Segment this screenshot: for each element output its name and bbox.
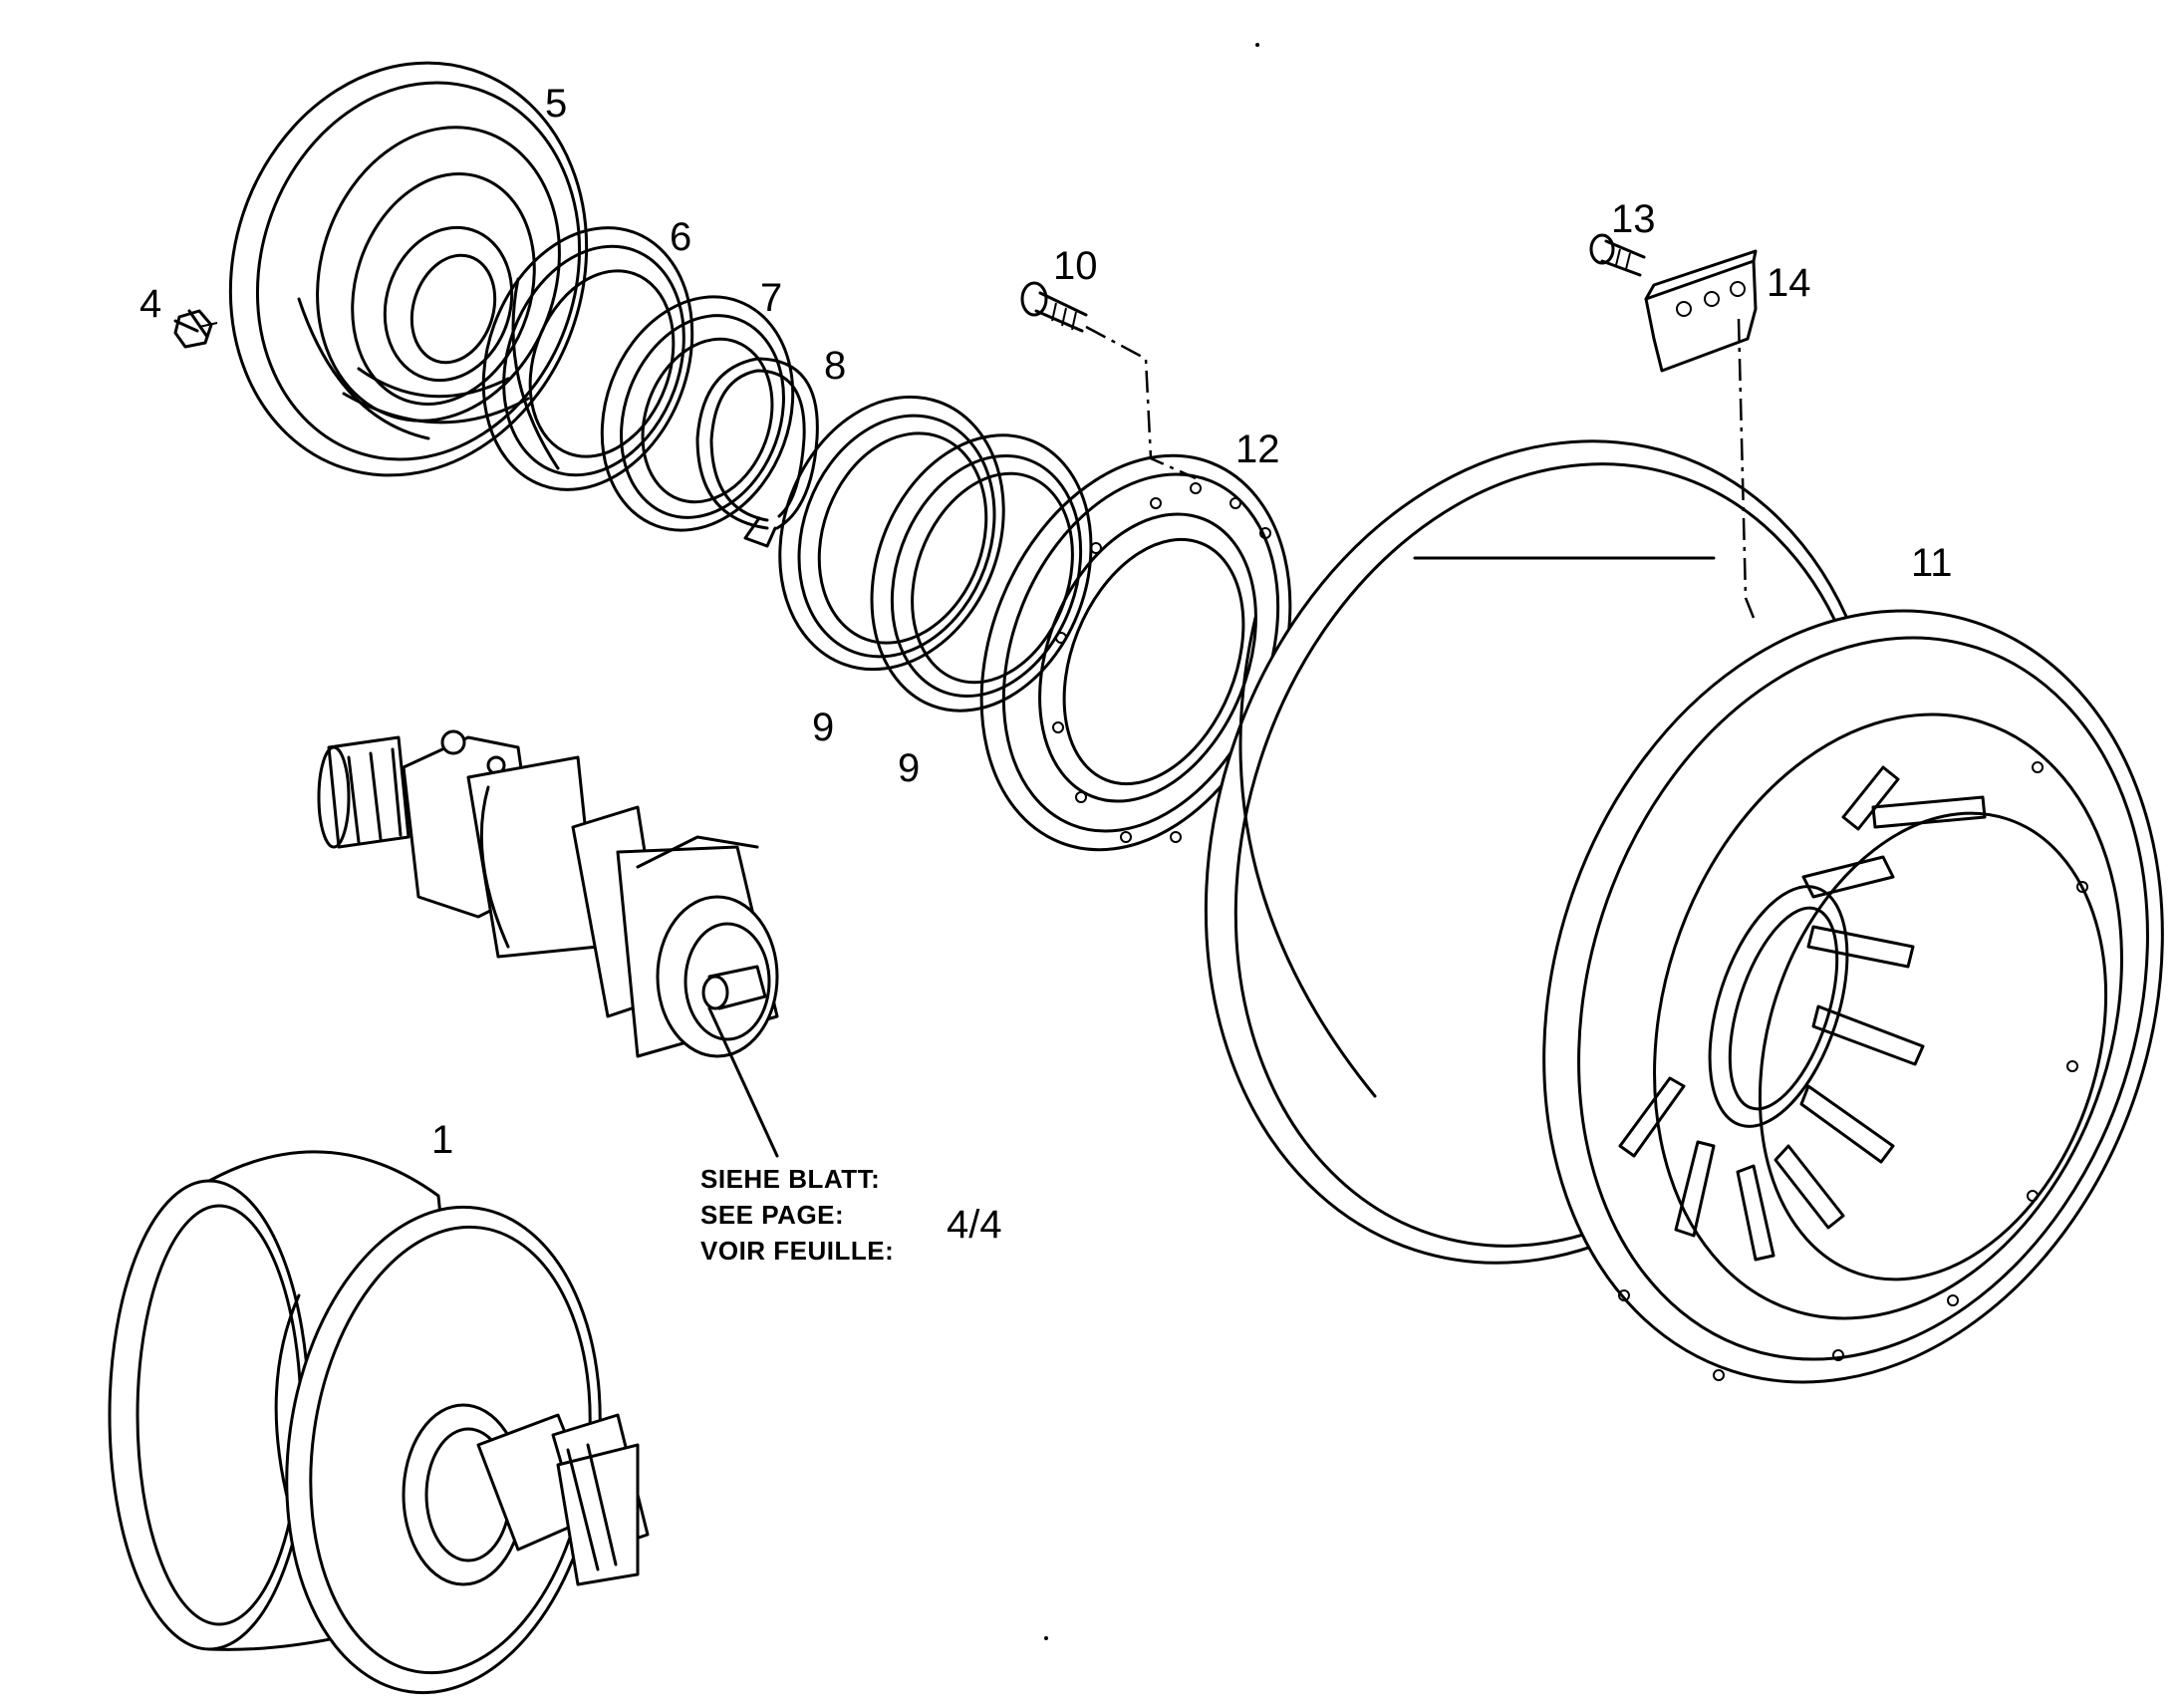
part-6-bearing <box>481 226 694 491</box>
part-7-ring <box>600 295 795 532</box>
part-11-drum-housing <box>1204 439 2164 1384</box>
callout-14: 14 <box>1767 261 1811 305</box>
callout-8: 8 <box>824 344 846 388</box>
page-reference: SIEHE BLATT: SEE PAGE: VOIR FEUILLE: 4/4 <box>700 1164 1002 1266</box>
callout-9a: 9 <box>812 706 834 749</box>
motor-assembly <box>317 729 779 1158</box>
callout-11: 11 <box>1911 541 1953 585</box>
part-4-bolt <box>173 309 218 349</box>
part-10-screw <box>1020 281 1197 480</box>
reference-line-en: SEE PAGE: <box>700 1200 844 1230</box>
callout-6: 6 <box>670 215 691 259</box>
callout-12: 12 <box>1235 427 1280 471</box>
part-14-plate <box>1644 249 1758 619</box>
callout-5: 5 <box>545 82 567 126</box>
part-5-flange-disc <box>228 61 589 477</box>
callout-1: 1 <box>431 1118 453 1162</box>
callout-9b: 9 <box>898 746 920 790</box>
scan-speck-bottom <box>1044 1636 1048 1640</box>
part-12-bolt-holes <box>1052 482 1271 843</box>
reference-page-number: 4/4 <box>947 1203 1002 1247</box>
callout-4: 4 <box>139 282 161 326</box>
callout-10: 10 <box>1053 244 1098 288</box>
scan-speck-top <box>1255 43 1259 47</box>
callout-13: 13 <box>1611 197 1656 241</box>
reference-line-fr: VOIR FEUILLE: <box>700 1236 894 1266</box>
part-13-screw <box>1589 233 1646 277</box>
part-8-circlip <box>695 357 819 548</box>
reference-line-de: SIEHE BLATT: <box>700 1164 880 1194</box>
callout-labels: 1 4 5 6 7 8 9 9 10 11 12 13 14 <box>139 82 1953 1162</box>
callout-7: 7 <box>760 276 782 320</box>
part-9-seal-ring-a <box>778 395 1005 672</box>
part-11-bolt-holes <box>1618 761 2088 1381</box>
part-1-winch-drum <box>108 1150 650 1695</box>
part-11-ribs <box>1618 765 1987 1262</box>
